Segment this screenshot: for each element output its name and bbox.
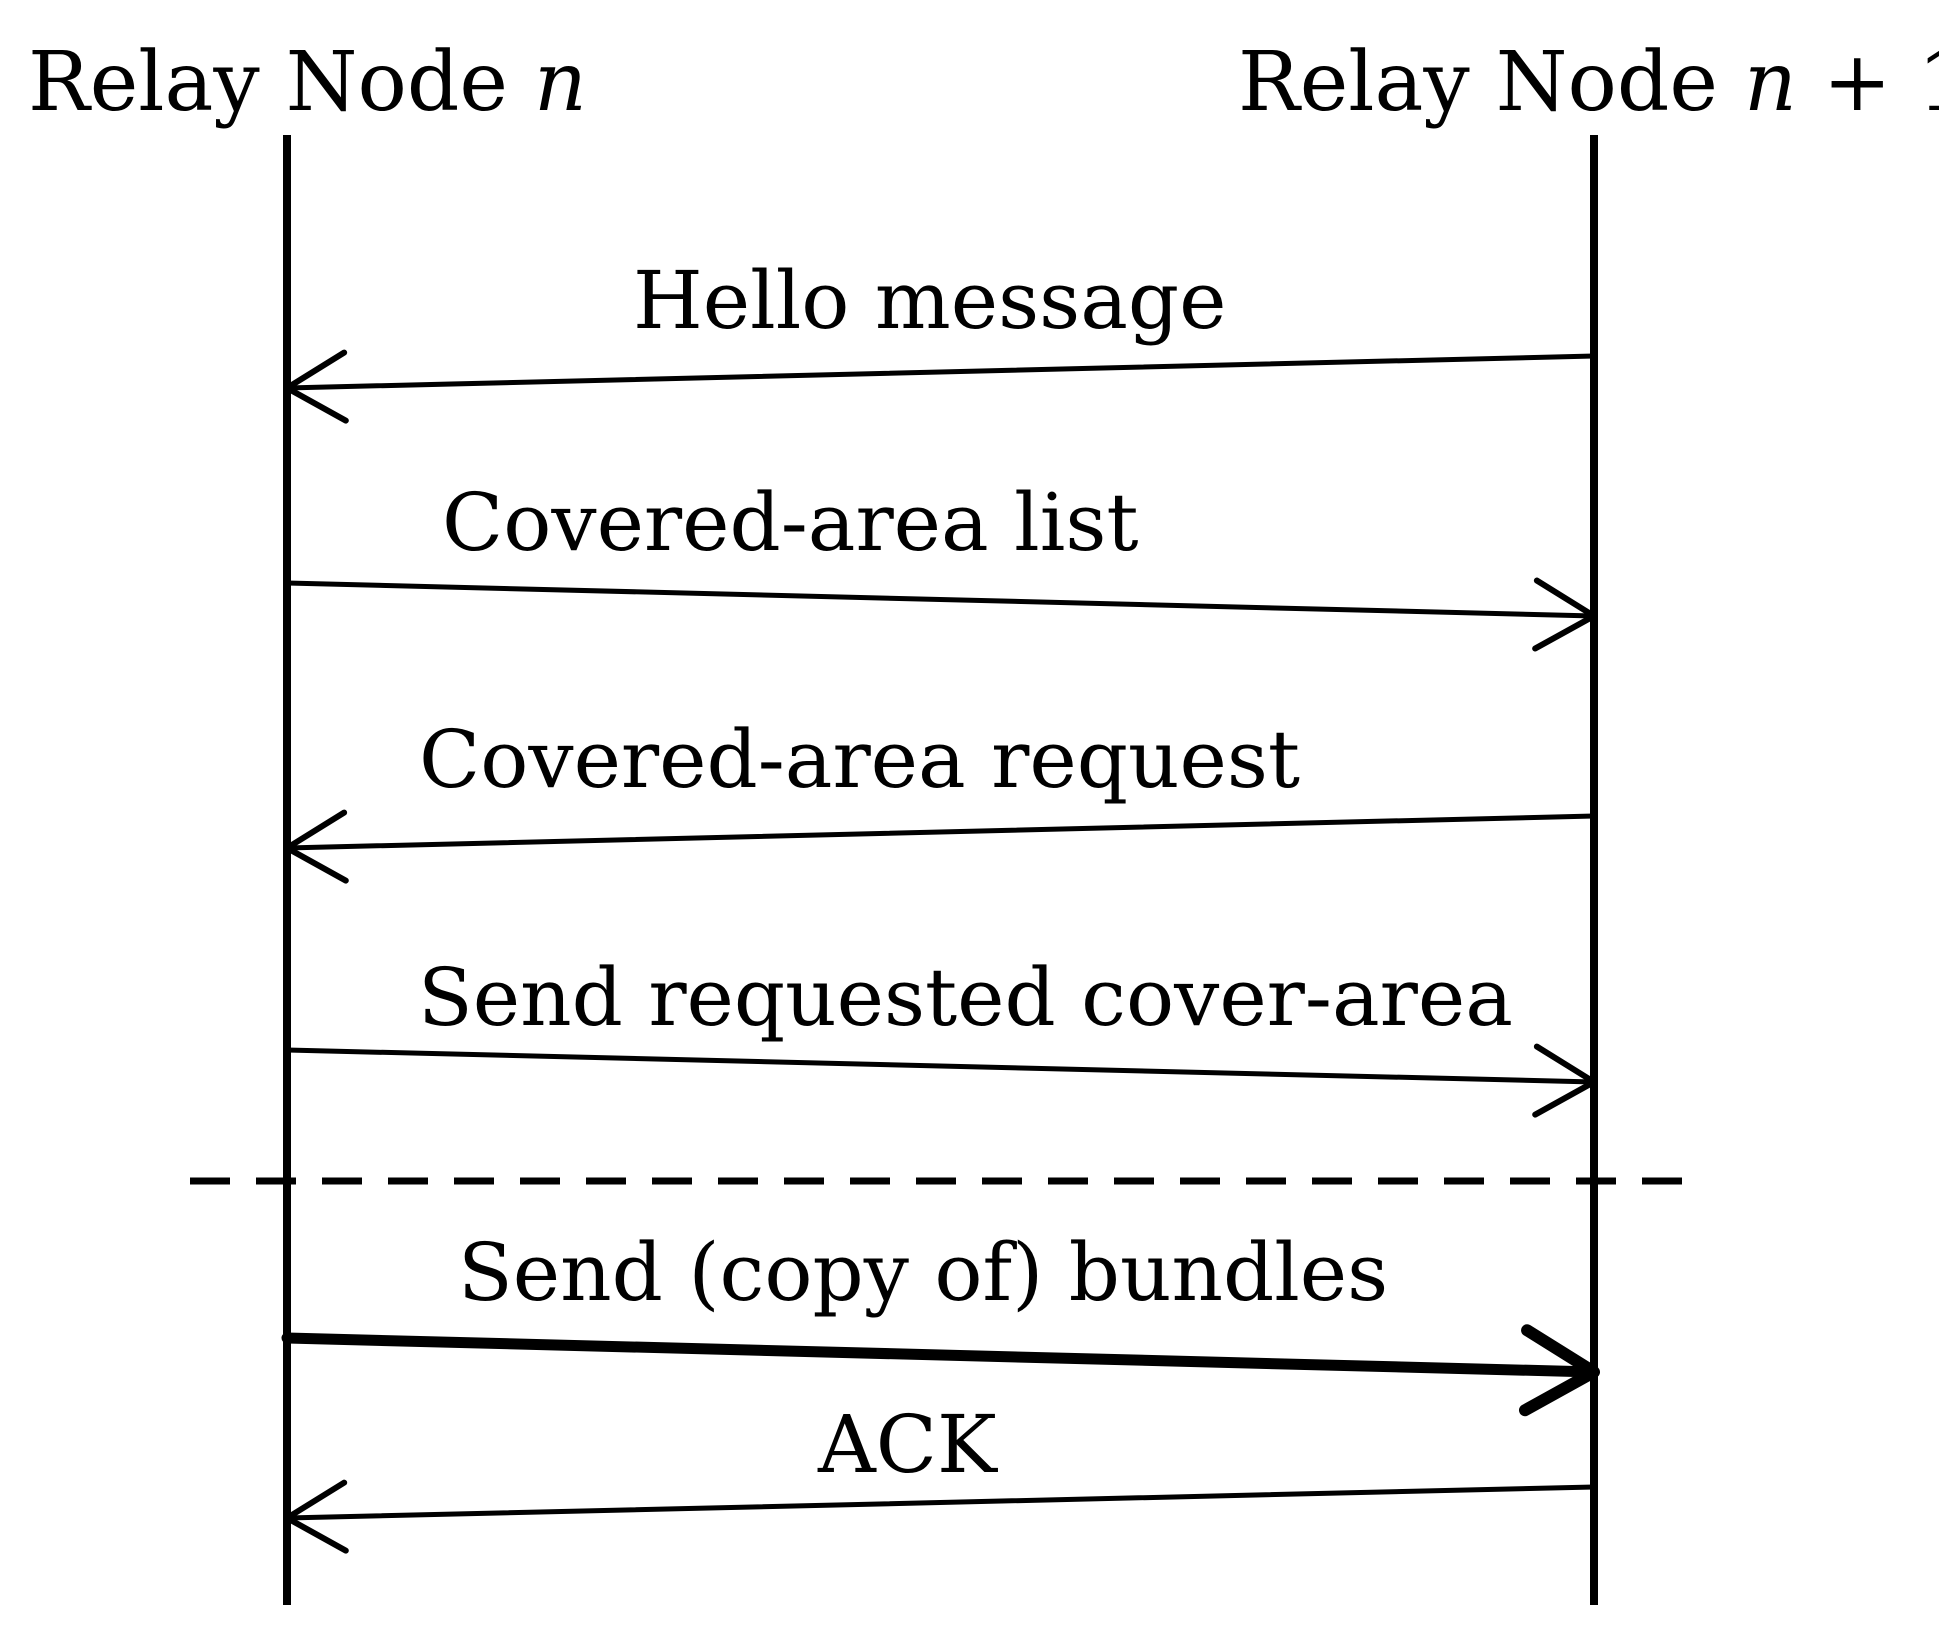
message-arrow-3: [284, 813, 1597, 851]
node-title-left-prefix: Relay Node: [28, 35, 534, 130]
message-label-2: Covered-area list: [442, 476, 1139, 569]
message-arrow-1: [284, 353, 1597, 391]
message-arrowhead-4: [1532, 1043, 1597, 1118]
message-arrowhead-1: [284, 349, 349, 424]
node-title-right-suffix: + 1: [1797, 35, 1939, 130]
node-title-right: Relay Node n + 1: [1238, 35, 1939, 130]
message-arrowhead-3: [284, 809, 349, 884]
message-arrowhead-5: [1518, 1324, 1600, 1417]
message-arrow-5: [281, 1332, 1600, 1378]
message-label-3: Covered-area request: [419, 713, 1300, 806]
node-title-right-prefix: Relay Node: [1238, 35, 1744, 130]
message-label-4: Send requested cover-area: [418, 951, 1513, 1044]
node-title-left-var: n: [534, 35, 587, 130]
message-label-6: ACK: [817, 1398, 998, 1491]
message-label-5: Send (copy of) bundles: [458, 1226, 1388, 1319]
message-arrow-6: [284, 1484, 1597, 1521]
message-label-1: Hello message: [633, 254, 1226, 347]
node-title-left: Relay Node n: [28, 35, 587, 130]
node-title-right-var: n: [1744, 35, 1797, 130]
message-arrowhead-6: [284, 1479, 349, 1554]
message-arrow-4: [284, 1047, 1597, 1085]
message-arrow-2: [284, 580, 1597, 619]
message-arrowhead-2: [1532, 577, 1597, 652]
